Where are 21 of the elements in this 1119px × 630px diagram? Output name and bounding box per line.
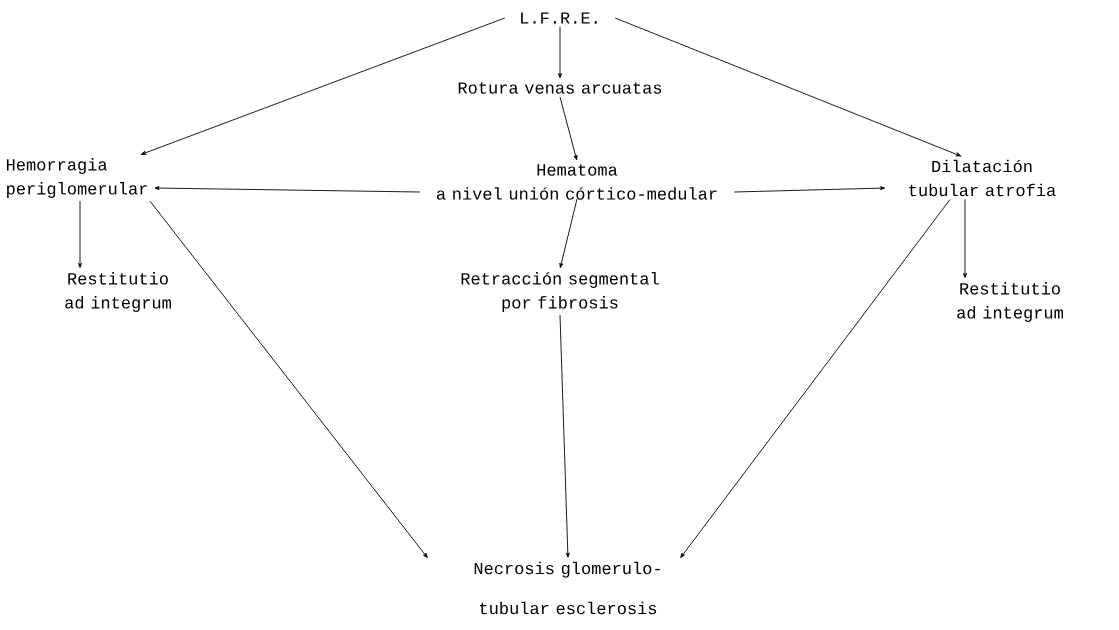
arrow (558, 26, 562, 79)
arrow (614, 17, 962, 157)
arrow (963, 199, 967, 278)
arrow (733, 186, 886, 193)
text-label: Hemorragia periglomerular (6, 158, 147, 198)
text-label: Necrosis glomerulo-tubular esclerosis (474, 561, 660, 615)
text-label: Restitutio ad integrum (957, 282, 1063, 322)
text-label: Rotura venas arcuatas (458, 82, 662, 94)
arrow (559, 96, 578, 161)
text-label: Hematoma a nivel unión córtico-medular (436, 164, 717, 200)
text-label: Restitutio ad integrum (65, 272, 171, 312)
text-label: L.F.R.E. (521, 12, 597, 24)
text-label: Retracción segmental por fibrosis (461, 272, 659, 312)
arrow (559, 314, 570, 558)
arrow (154, 186, 421, 193)
arrow (680, 199, 951, 558)
arrow (559, 198, 578, 269)
arrow (140, 17, 506, 155)
arrow (149, 200, 428, 558)
arrow (78, 200, 82, 268)
text-label: Dilatación tubular atrofia (909, 159, 1056, 197)
